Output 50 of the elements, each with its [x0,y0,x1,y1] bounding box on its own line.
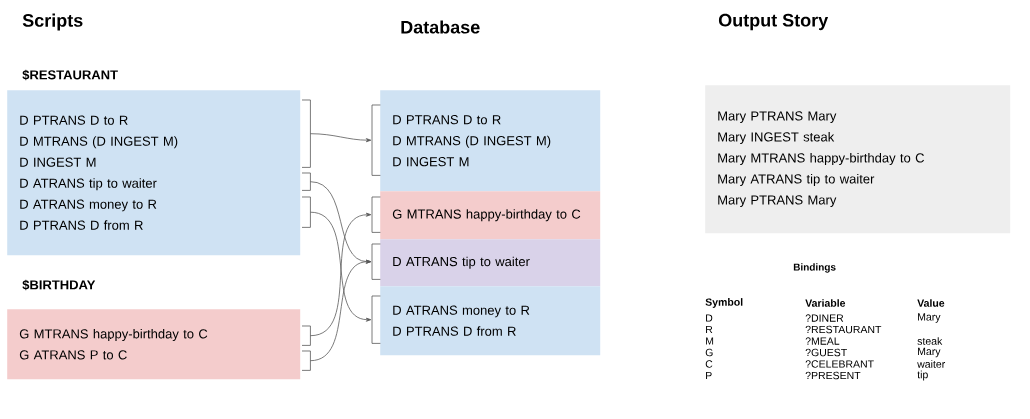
table-text: steak [917,337,943,345]
bracket [301,172,311,191]
table-text: ?DINER [805,314,844,322]
arrow [310,259,372,362]
script-box: G MTRANS happy-birthday to C G ATRANS P to C [7,309,301,380]
section-heading: $BIRTHDAY [22,279,96,291]
table-text: ?GUEST [805,348,847,357]
node-label: D INGEST M [20,157,96,167]
node-label: D PTRANS D to R [20,115,128,125]
bracket [301,350,311,371]
table-text: ?MEAL [805,337,840,345]
story-box: Mary PTRANS Mary Mary INGEST steak Mary MTRANS happy-birthday to C Mary ATRANS tip to waiter Mary PTRANS Mary [705,85,1011,234]
node-label: D PTRANS D from R [20,220,143,230]
node-label: D ATRANS tip to waiter [20,178,157,191]
table-text: R [706,325,713,334]
bracket [371,243,381,280]
database-box: D ATRANS tip to waiter [380,239,601,287]
bracket [301,325,311,346]
bracket [371,196,381,233]
database-box: D PTRANS D to R D MTRANS (D INGEST M) D INGEST M [380,90,601,192]
table-text: ?PRESENT [805,371,861,380]
table-text: C [705,360,713,368]
column-heading: Scripts [22,13,83,31]
table-header: Variable [805,299,846,307]
table-text: tip [917,370,928,381]
table-text: ?RESTAURANT [805,325,882,334]
arrow [310,133,372,143]
column-heading: Output Story [718,13,829,31]
bracket [371,295,381,344]
bracket [301,99,311,168]
section-heading: $RESTAURANT [22,69,118,81]
table-title: Bindings [793,263,836,273]
bracket [301,196,311,228]
database-box: G MTRANS happy-birthday to C [380,191,601,240]
database-box: D ATRANS money to R D PTRANS D from R [380,286,601,356]
table-header: Value [917,299,945,307]
table-text: G [705,348,713,357]
script-box: D PTRANS D to R D MTRANS (D INGEST M) D INGEST M D ATRANS tip to waiter D ATRANS money to R D PTRANS D from R [7,90,301,256]
node-label: D MTRANS (D INGEST M) [20,136,178,149]
table-text: Mary [918,313,941,323]
table-text: M [706,337,714,345]
table-text: P [706,371,712,380]
table-header: Symbol [705,298,743,308]
table-text: D [706,314,713,322]
table-text: waiter [917,360,946,368]
column-heading: Database [401,20,480,34]
bracket [371,104,381,176]
table-text: Mary [918,347,941,358]
node-label: D ATRANS money to R [20,199,157,212]
table-text: ?CELEBRANT [805,360,874,368]
